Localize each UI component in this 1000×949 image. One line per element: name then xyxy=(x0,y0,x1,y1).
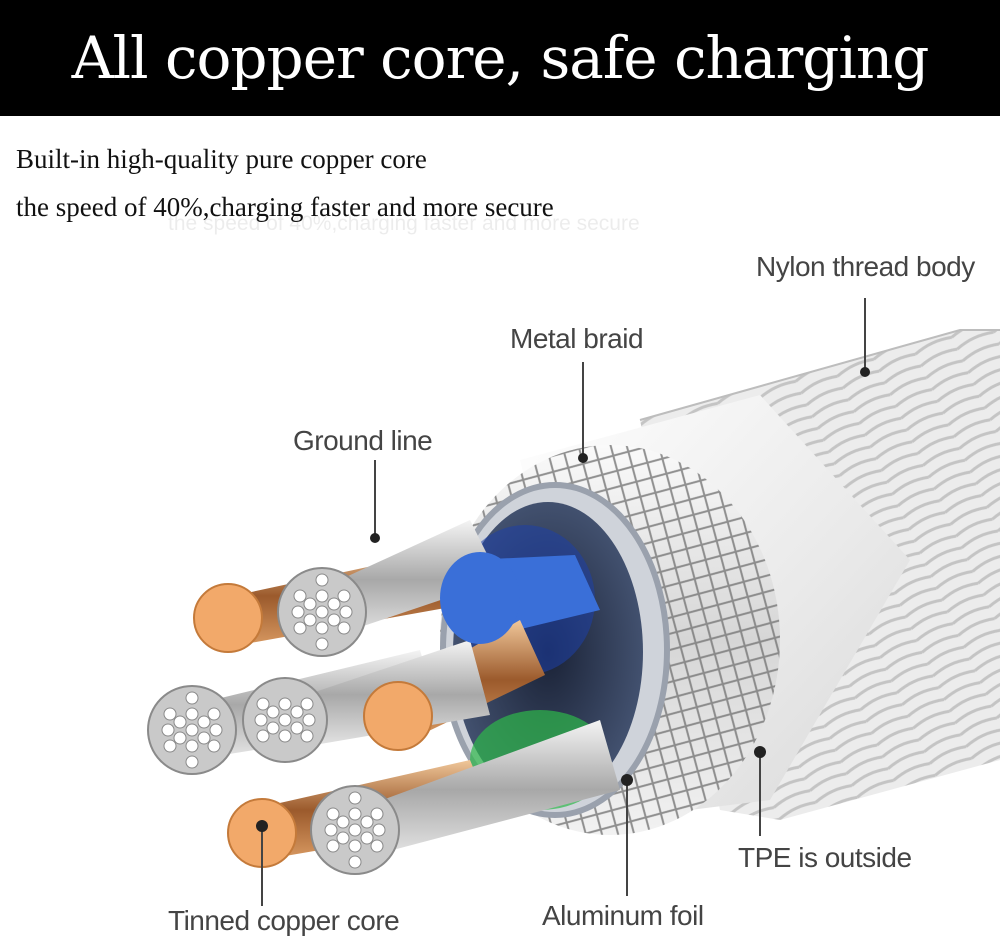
subtitle-line-2: the speed of 40%,charging faster and mor… xyxy=(16,192,554,222)
callout-dots xyxy=(256,367,870,832)
title-banner: All copper core, safe charging xyxy=(0,0,1000,116)
copper-core-1 xyxy=(193,583,263,653)
silver-strand-bundle-3 xyxy=(242,677,328,763)
subtitle-line-1: Built-in high-quality pure copper core xyxy=(16,144,427,174)
label-tpe-outside: TPE is outside xyxy=(738,842,912,873)
label-tinned-copper-core: Tinned copper core xyxy=(168,905,400,936)
label-nylon-thread-body: Nylon thread body xyxy=(756,251,975,282)
copper-core-2 xyxy=(363,681,433,751)
silver-strand-bundle-1 xyxy=(277,567,367,657)
blue-insulated-wire xyxy=(440,552,520,644)
silver-strand-bundle-2 xyxy=(147,685,237,775)
subtitle-reflection: the speed of 40%,charging faster and mor… xyxy=(168,212,640,235)
label-ground-line: Ground line xyxy=(293,425,433,456)
label-metal-braid: Metal braid xyxy=(510,323,644,354)
silver-strand-bundle-4 xyxy=(310,785,400,875)
page-title: All copper core, safe charging xyxy=(71,24,930,92)
callout-leaders xyxy=(261,298,866,906)
label-aluminum-foil: Aluminum foil xyxy=(542,900,704,931)
